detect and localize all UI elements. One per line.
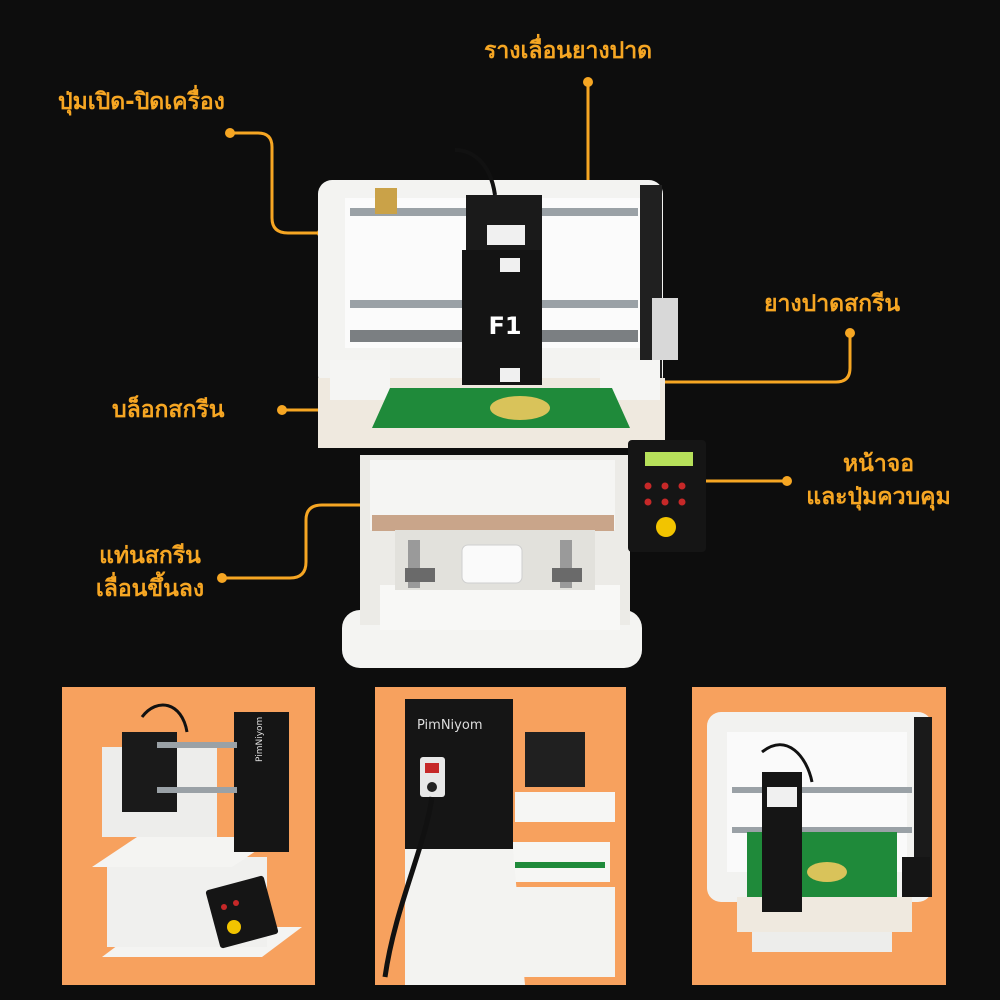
label-display-controls-line2: และปุ่มควบคุม [806,484,951,511]
label-platen-line1: แท่นสกรีน [99,543,201,569]
thumbnail-top-view [692,687,946,985]
lcd-display [645,452,693,466]
label-display-controls: หน้าจอ และปุ่มควบคุม [806,448,951,515]
head-label: F1 [488,312,521,340]
thumbnail-angle-view: PimNiyom [62,687,315,985]
control-box [628,440,706,552]
label-power-switch: ปุ่มเปิด-ปิดเครื่อง [58,89,225,115]
print-head [462,250,542,385]
thumb2-brand: PimNiyom [417,718,482,733]
label-squeegee-rail: รางเลื่อนยางปาด [484,38,653,64]
thumbnail-side-view: PimNiyom [375,687,626,985]
label-squeegee: ยางปาดสกรีน [764,291,901,317]
label-display-controls-line1: หน้าจอ [842,451,915,477]
label-platen: แท่นสกรีน เลื่อนขึ้นลง [70,540,230,607]
label-platen-line2: เลื่อนขึ้นลง [95,576,205,603]
thumb1-brand: PimNiyom [255,717,265,762]
label-screen-block: บล็อกสกรีน [112,397,225,423]
